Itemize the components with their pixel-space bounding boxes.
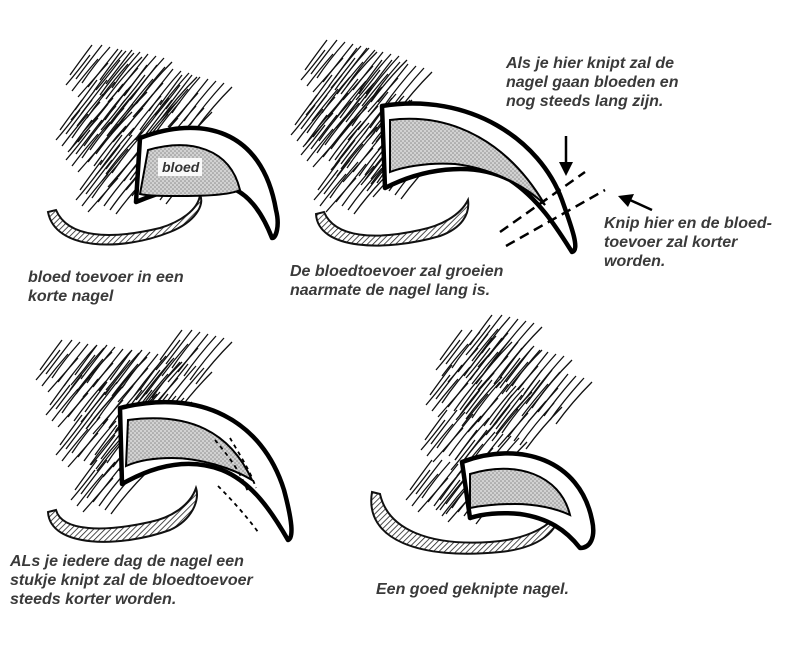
bloed-label: bloed [162,159,200,175]
caption-short-nail: bloed toevoer in een korte nagel [28,268,184,306]
caption-daily-trim: ALs je iedere dag de nagel een stukje kn… [10,552,253,609]
caption-good-cut: Een goed geknipte nagel. [376,580,569,599]
panel-short-nail: bloed [48,45,278,245]
callout-bleed: Als je hier knipt zal de nagel gaan bloe… [506,54,678,111]
caption-long-nail: De bloedtoevoer zal groeien naarmate de … [290,262,503,300]
arrow-down [559,136,573,176]
toe-pad [48,488,197,542]
toe-pad [316,200,468,246]
callout-cut: Knip hier en de bloed- toevoer zal korte… [604,214,772,271]
panel-daily-trim [36,330,291,542]
panel-good-cut [371,315,593,554]
arrow-left [618,194,652,210]
